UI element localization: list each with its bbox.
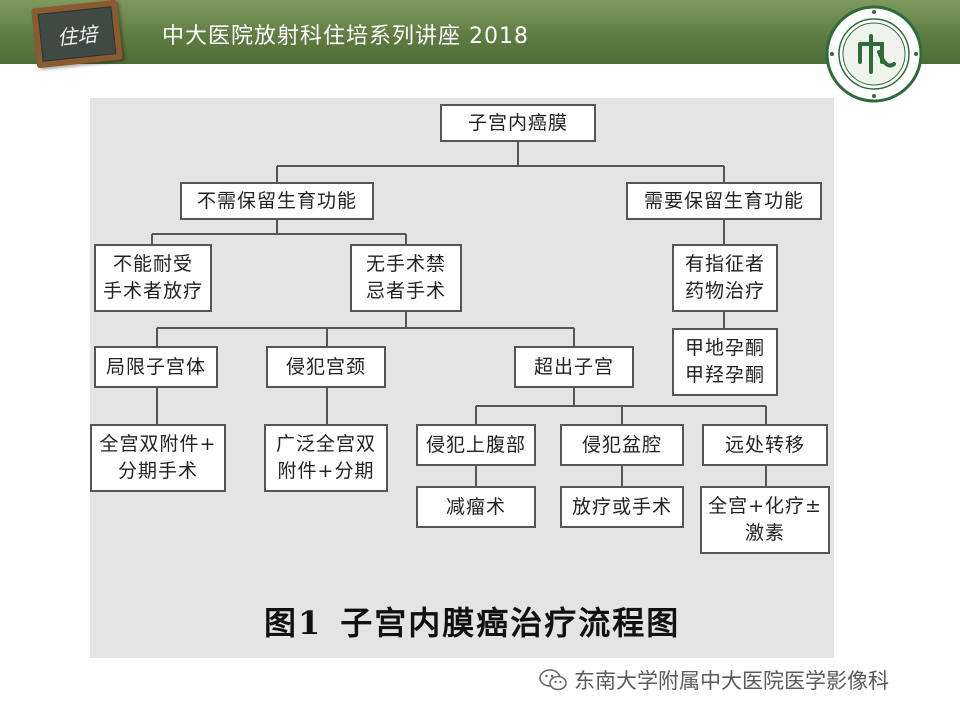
node-distant-metastasis: 远处转移	[702, 424, 828, 466]
wechat-watermark: 东南大学附属中大医院医学影像科	[538, 664, 889, 696]
flowchart-figure: 子宫内癌膜 不需保留生育功能 需要保留生育功能 不能耐受 手术者放疗 无手术禁 …	[90, 98, 834, 658]
caption-label: 图1	[264, 604, 323, 642]
node-fertility: 需要保留生育功能	[626, 182, 822, 220]
node-intolerant-radiotherapy: 不能耐受 手术者放疗	[94, 244, 212, 312]
hospital-logo-icon	[825, 5, 923, 103]
slide-title: 中大医院放射科住培系列讲座 2018	[162, 24, 529, 49]
node-debulking: 减瘤术	[416, 486, 536, 528]
node-radical-staging: 广泛全宫双 附件+分期	[264, 424, 388, 492]
figure-caption: 图1 子宫内膜癌治疗流程图	[264, 598, 680, 644]
badge-text: 住培	[56, 21, 99, 50]
node-radio-or-surgery: 放疗或手术	[560, 486, 684, 528]
node-drug-therapy: 有指征者 药物治疗	[672, 244, 778, 312]
node-upper-abdomen: 侵犯上腹部	[416, 424, 536, 466]
header-bar: 住培 中大医院放射科住培系列讲座 2018	[0, 0, 960, 69]
flowchart-connectors	[151, 140, 767, 488]
node-pelvis: 侵犯盆腔	[560, 424, 684, 466]
node-no-fertility: 不需保留生育功能	[180, 182, 374, 220]
node-surgery-no-contra: 无手术禁 忌者手术	[350, 244, 462, 312]
node-endometrium-root: 子宫内癌膜	[440, 104, 596, 142]
wechat-icon	[539, 669, 567, 691]
node-progestins: 甲地孕酮 甲羟孕酮	[672, 328, 778, 396]
caption-title: 子宫内膜癌治疗流程图	[340, 604, 681, 642]
node-beyond-uterus: 超出子宫	[514, 346, 634, 388]
chalkboard-surface: 住培	[37, 6, 117, 62]
watermark-text: 东南大学附属中大医院医学影像科	[574, 669, 889, 693]
node-cervix-invasion: 侵犯宫颈	[266, 346, 386, 388]
chalkboard-badge: 住培	[31, 0, 123, 69]
node-hysterectomy-chemo: 全宫+化疗± 激素	[700, 486, 830, 554]
node-limited-uterus: 局限子宫体	[94, 346, 218, 388]
node-hysterectomy-staging: 全宫双附件+ 分期手术	[90, 424, 226, 492]
